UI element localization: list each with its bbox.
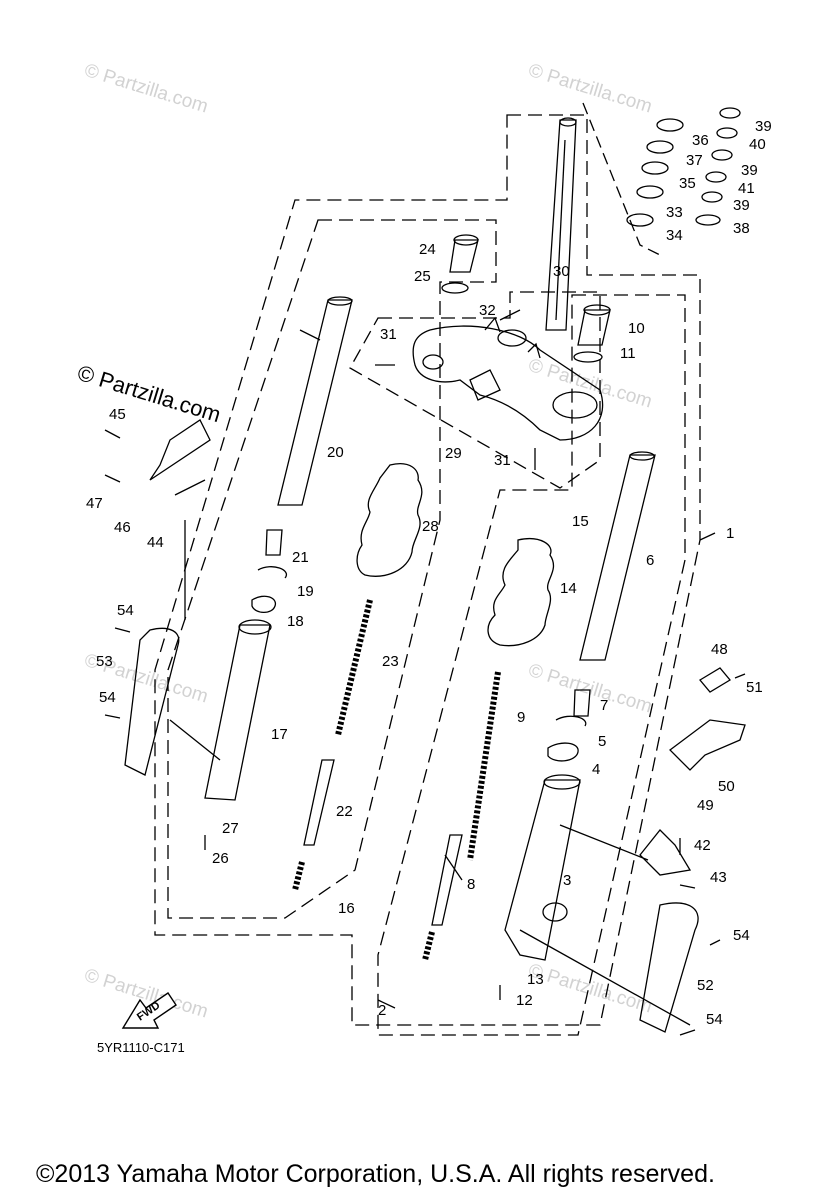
callout-16: 16 (338, 900, 355, 917)
callout-22: 22 (336, 803, 353, 820)
clip-5 (555, 715, 587, 727)
callout-6: 6 (646, 552, 654, 569)
callout-48: 48 (711, 641, 728, 658)
under-bracket (412, 316, 604, 441)
callout-32: 32 (479, 302, 496, 319)
bracket-42 (639, 829, 692, 876)
callout-8: 8 (467, 876, 475, 893)
callout-31: 31 (380, 326, 397, 343)
damper-rod-22 (303, 759, 335, 846)
callout-39b: 39 (741, 162, 758, 179)
callout-50: 50 (718, 778, 735, 795)
fwd-arrow: FWD (121, 992, 177, 1029)
inner-tube-left-20 (277, 299, 353, 506)
fork-spring-23 (335, 599, 373, 736)
callout-4: 4 (592, 761, 600, 778)
dust-boot-14 (487, 538, 555, 647)
copyright-text: ©2013 Yamaha Motor Corporation, U.S.A. A… (36, 1160, 715, 1188)
callout-37: 37 (686, 152, 703, 169)
callout-24: 24 (419, 241, 436, 258)
callout-51: 51 (746, 679, 763, 696)
callout-14: 14 (560, 580, 577, 597)
callout-46: 46 (114, 519, 131, 536)
cap-bolt-24 (449, 239, 479, 273)
brake-hose-holder-50 (669, 719, 746, 771)
outer-tube-left-17 (204, 624, 271, 801)
outer-tube-right-3 (504, 779, 581, 961)
dust-boot-28 (356, 463, 423, 577)
o-ring-25 (441, 282, 469, 294)
callout-26: 26 (212, 850, 229, 867)
callout-7: 7 (600, 697, 608, 714)
damper-rod-8 (431, 834, 463, 926)
callout-38: 38 (733, 220, 750, 237)
callout-33: 33 (666, 204, 683, 221)
callout-42: 42 (694, 837, 711, 854)
callout-40: 40 (749, 136, 766, 153)
callout-44: 44 (147, 534, 164, 551)
callout-29: 29 (445, 445, 462, 462)
callout-41: 41 (738, 180, 755, 197)
callout-19: 19 (297, 583, 314, 600)
rebound-spring-left (292, 861, 305, 891)
callout-25: 25 (414, 268, 431, 285)
callout-5: 5 (598, 733, 606, 750)
callout-27: 27 (222, 820, 239, 837)
callout-2: 2 (378, 1002, 386, 1019)
callout-52: 52 (697, 977, 714, 994)
assembly-16-outline (167, 219, 497, 919)
callout-45: 45 (109, 406, 126, 423)
callout-23: 23 (382, 653, 399, 670)
callout-10: 10 (628, 320, 645, 337)
assembly-1-outline (154, 114, 701, 1026)
callout-30: 30 (553, 263, 570, 280)
callout-54c: 54 (733, 927, 750, 944)
callout-36: 36 (692, 132, 709, 149)
bracket-box-outline (349, 291, 601, 489)
callout-18: 18 (287, 613, 304, 630)
callout-3: 3 (563, 872, 571, 889)
clip-19 (257, 566, 288, 579)
callout-34: 34 (666, 227, 683, 244)
o-ring-11 (573, 351, 603, 363)
fork-guard-right-52 (639, 902, 699, 1033)
callout-21: 21 (292, 549, 309, 566)
fork-spring-9 (467, 671, 501, 861)
inner-tube-right (579, 454, 656, 661)
callout-54a: 54 (117, 602, 134, 619)
brake-hose-holder-44 (149, 419, 211, 496)
callout-54d: 54 (706, 1011, 723, 1028)
steering-stem (497, 117, 577, 347)
callout-1: 1 (726, 525, 734, 542)
assembly-2-outline (377, 294, 686, 1036)
fork-guard-left-53 (124, 627, 180, 776)
diagram-code: 5YR1110-C171 (97, 1040, 185, 1055)
callout-28: 28 (422, 518, 439, 535)
callout-12: 12 (516, 992, 533, 1009)
guide-7 (573, 689, 591, 717)
callout-47: 47 (86, 495, 103, 512)
bearing-group-outline (582, 102, 661, 256)
callout-20: 20 (327, 444, 344, 461)
callout-15: 15 (572, 513, 589, 530)
callout-53: 53 (96, 653, 113, 670)
callout-17: 17 (271, 726, 288, 743)
callout-11: 11 (620, 345, 636, 362)
oil-seal-4 (547, 742, 579, 762)
callout-13: 13 (527, 971, 544, 988)
guide-21 (265, 529, 283, 556)
callout-54b: 54 (99, 689, 116, 706)
rebound-spring (422, 931, 435, 961)
cap-bolt-10 (577, 309, 611, 346)
callout-35: 35 (679, 175, 696, 192)
callout-49: 49 (697, 797, 714, 814)
callout-31b: 31 (494, 452, 511, 469)
callout-43: 43 (710, 869, 727, 886)
bracket-48 (699, 667, 731, 693)
callout-9: 9 (517, 709, 525, 726)
callout-39a: 39 (755, 118, 772, 135)
callout-39c: 39 (733, 197, 750, 214)
oil-seal-18 (251, 595, 277, 614)
